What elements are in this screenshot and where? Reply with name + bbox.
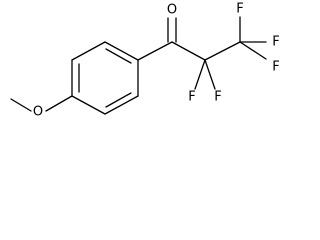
ring-bond-1 <box>104 41 139 61</box>
fluorine-upper-right-label: F <box>272 35 279 50</box>
fluorine-bottom-left-label: F <box>188 90 195 105</box>
cf2-fluorine-bond-left <box>194 59 206 90</box>
ring-double-bond-1 <box>105 48 132 64</box>
cf3-fluorine-bond-lower-right <box>239 41 267 60</box>
fluorine-top-label: F <box>236 2 243 17</box>
cf2-fluorine-bond-right <box>204 59 216 90</box>
fluorine-lower-right-label: F <box>272 60 279 75</box>
ring-to-methoxy-oxygen-bond <box>45 95 73 112</box>
ring-to-carbonyl-bond <box>137 41 173 61</box>
ring-bond-4 <box>71 95 106 115</box>
methoxy-methyl-bond <box>10 98 32 112</box>
molecule-diagram: O O F F F F F <box>10 2 280 120</box>
carbonyl-oxygen-label: O <box>167 3 177 18</box>
fluorine-bottom-right-label: F <box>214 90 221 105</box>
methoxy-oxygen-label: O <box>33 105 43 120</box>
ring-bond-2 <box>71 41 106 61</box>
ring-bond-5 <box>104 95 139 115</box>
carbonyl-to-cf2-bond <box>171 41 206 61</box>
ring-double-bond-3 <box>105 92 132 108</box>
structure-canvas: O O F F F F F <box>10 1 280 120</box>
cf2-to-cf3-bond <box>204 41 241 61</box>
